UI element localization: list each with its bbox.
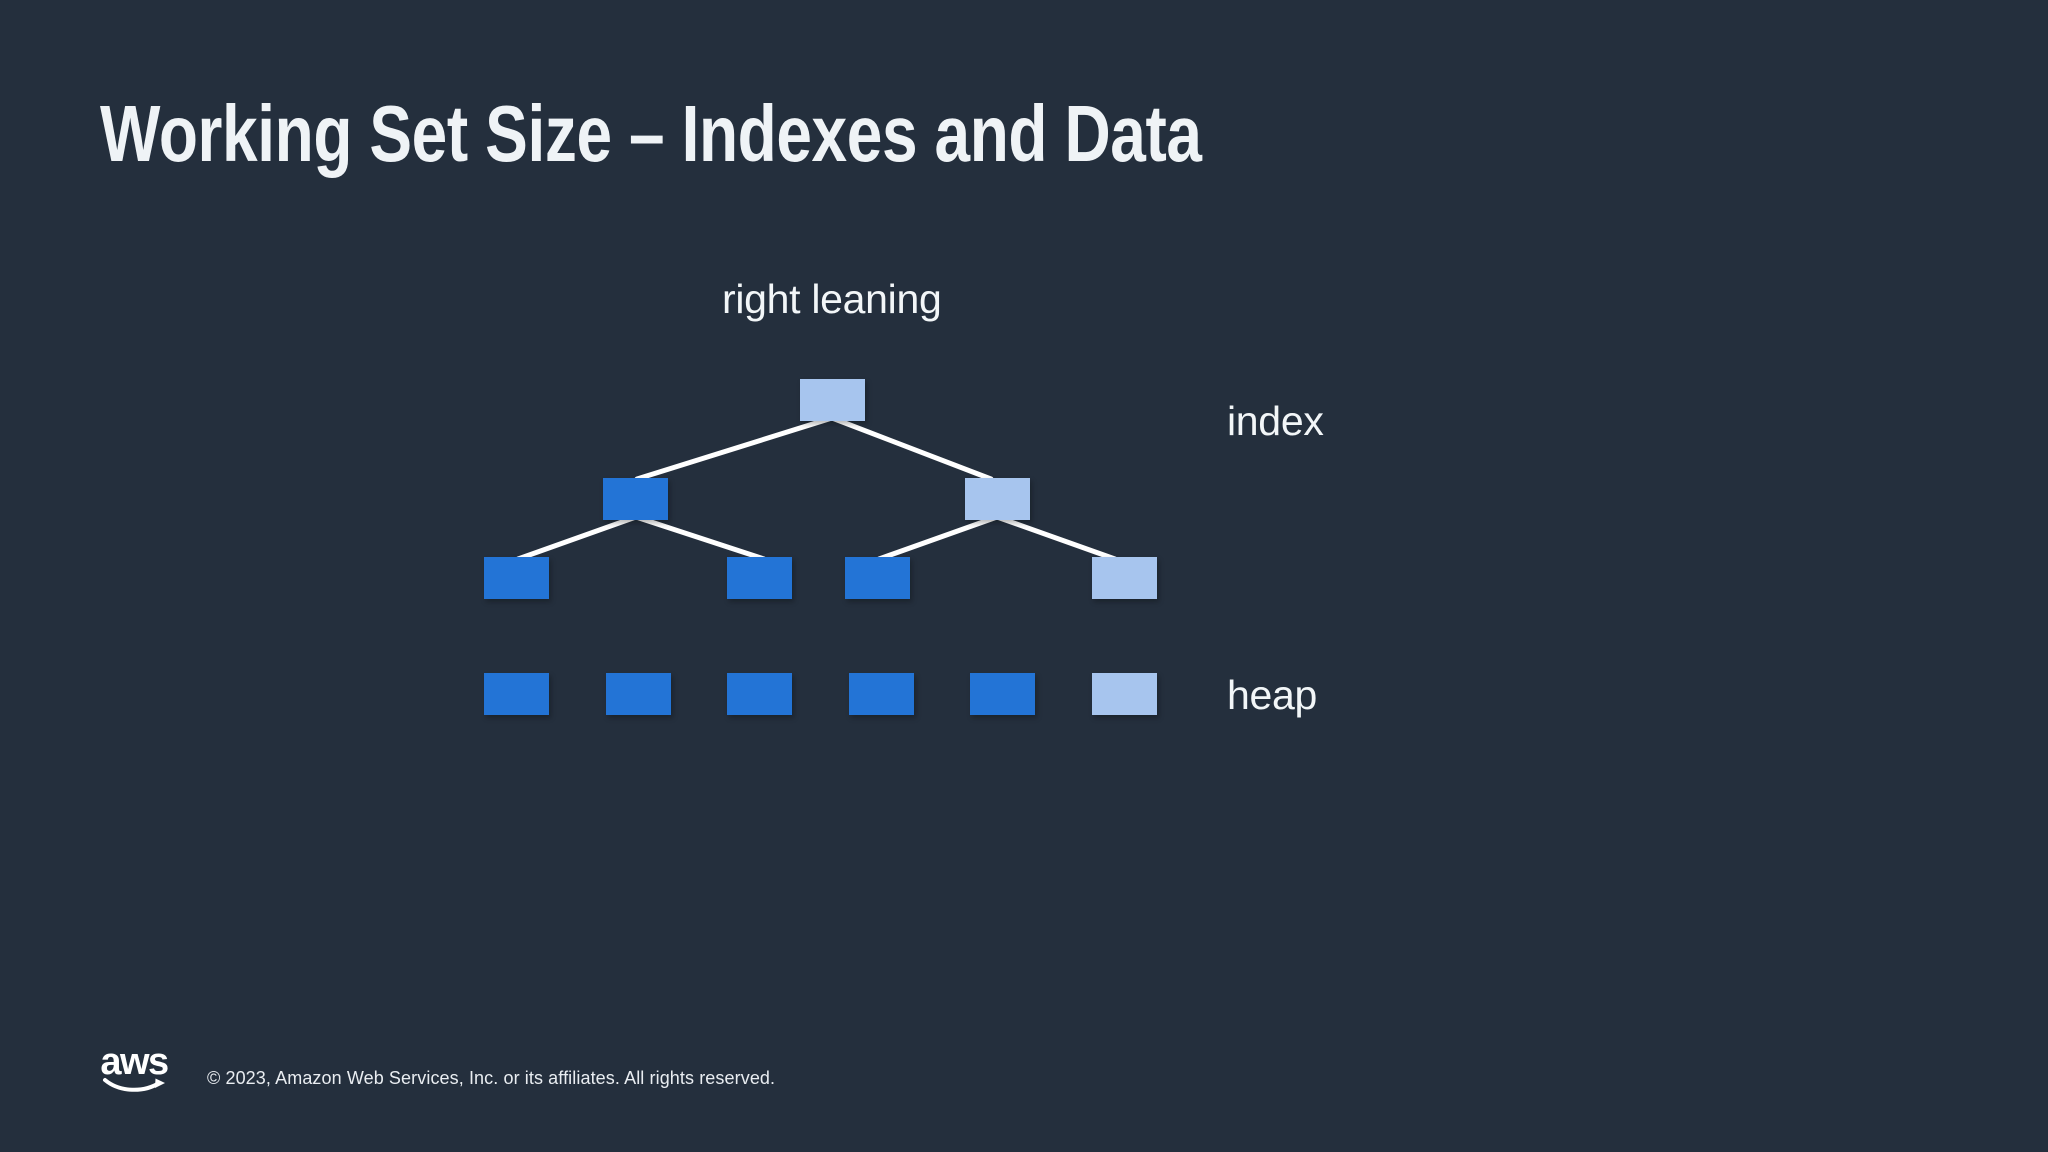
heap-label: heap <box>1227 672 1318 718</box>
heap-5-node <box>970 673 1035 715</box>
heap-3-node <box>727 673 792 715</box>
heap-4-node <box>849 673 914 715</box>
slide-title-text: Working Set Size – Indexes and Data <box>100 89 1202 178</box>
tree-edge <box>634 415 835 482</box>
heap-2-node <box>606 673 671 715</box>
index-l2-left-node <box>603 478 668 520</box>
tree-edge <box>829 415 994 482</box>
slide-title: Working Set Size – Indexes and Data <box>100 94 1477 174</box>
aws-logo-text: aws <box>100 1041 169 1083</box>
index-l2-right-node <box>965 478 1030 520</box>
index-label: index <box>1227 398 1324 444</box>
aws-smile-icon <box>103 1078 165 1092</box>
aws-logo: aws <box>99 1041 169 1095</box>
tree-edge <box>633 514 767 562</box>
copyright-text: © 2023, Amazon Web Services, Inc. or its… <box>207 1068 776 1088</box>
tree-edge <box>876 514 1000 562</box>
diagram-caption: right leaning <box>722 276 942 322</box>
tree-edge <box>515 514 639 562</box>
index-leaf-1-node <box>484 557 549 599</box>
index-leaf-3-node <box>845 557 910 599</box>
index-leaf-2-node <box>727 557 792 599</box>
tree-edge <box>994 514 1118 562</box>
footer: aws © 2023, Amazon Web Services, Inc. or… <box>0 1042 2048 1152</box>
index-root-node <box>800 379 865 421</box>
index-leaf-4-node <box>1092 557 1157 599</box>
heap-6-node <box>1092 673 1157 715</box>
heap-1-node <box>484 673 549 715</box>
